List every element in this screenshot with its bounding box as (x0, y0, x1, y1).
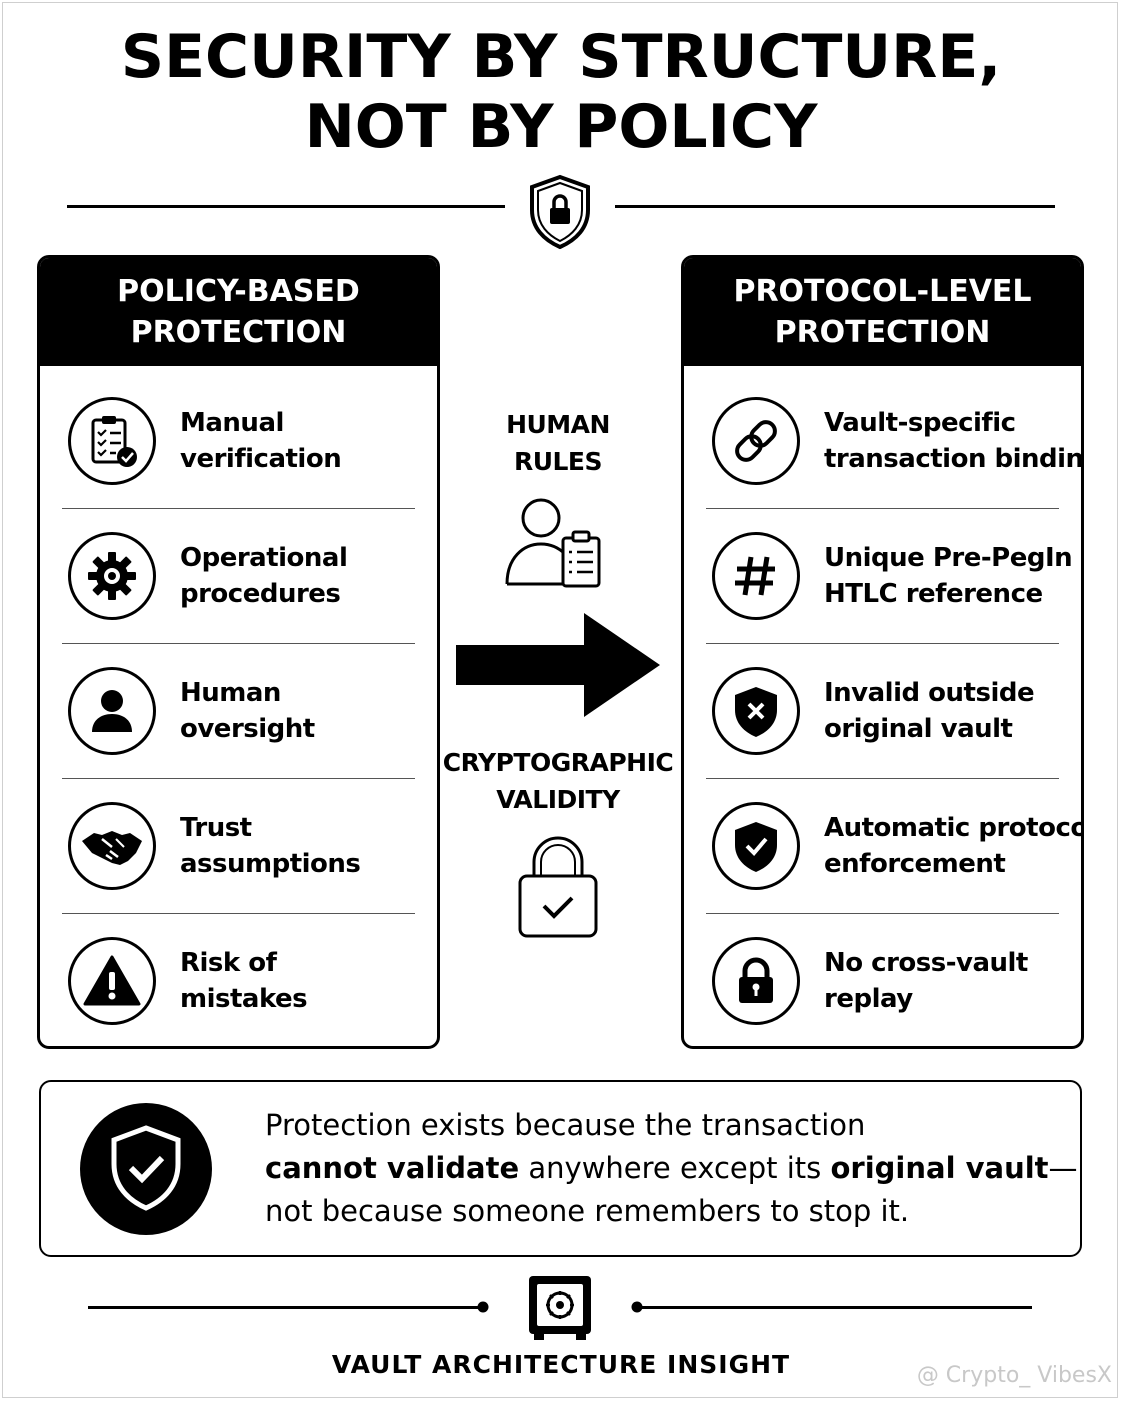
item-line-2: verification (180, 443, 342, 474)
list-item: Risk of mistakes (62, 913, 415, 1046)
summary-box: Protection exists because the transactio… (39, 1080, 1082, 1257)
summary-mid-text: anywhere except its (519, 1151, 831, 1185)
footer-rule-left-dot (477, 1301, 489, 1313)
row-text: Vault-specific transaction binding (824, 405, 1084, 477)
row-text: Invalid outside original vault (824, 675, 1035, 747)
item-line-2: assumptions (180, 848, 361, 879)
title-line-1: SECURITY BY STRUCTURE, (120, 22, 1002, 92)
protocol-heading-line-2: PROTECTION (774, 315, 991, 350)
list-item: Invalid outside original vault (706, 643, 1059, 779)
row-text: Unique Pre-PegIn HTLC reference (824, 540, 1073, 612)
footer-rule-right-dot (631, 1301, 643, 1313)
padlock-check-icon (518, 836, 598, 938)
protocol-panel-heading: PROTOCOL-LEVEL PROTECTION (684, 258, 1081, 366)
list-item: Unique Pre-PegIn HTLC reference (706, 508, 1073, 644)
item-line-2: HTLC reference (824, 578, 1043, 609)
row-text: Operational procedures (180, 540, 348, 612)
list-item: Vault-specific transaction binding (706, 373, 1081, 509)
item-line-1: Human (180, 677, 281, 708)
gear-icon (68, 531, 156, 620)
vault-safe-icon (529, 1276, 591, 1340)
policy-heading-line-2: PROTECTION (130, 315, 347, 350)
item-line-1: Operational (180, 542, 348, 573)
item-line-1: Trust (180, 812, 252, 843)
warning-icon (68, 936, 156, 1025)
item-line-1: Automatic protocol (824, 812, 1084, 843)
footer-rule-left (88, 1306, 482, 1309)
row-text: Manual verification (180, 405, 342, 477)
item-line-1: Manual (180, 407, 284, 438)
protocol-heading-line-1: PROTOCOL-LEVEL (733, 274, 1032, 309)
item-line-1: Vault-specific (824, 407, 1016, 438)
item-line-1: No cross-vault (824, 947, 1028, 978)
handshake-icon (68, 801, 156, 890)
row-text: Automatic protocol enforcement (824, 810, 1084, 882)
summary-bold-original-vault: original vault (830, 1151, 1049, 1185)
human-rules-line-2: RULES (513, 447, 603, 476)
policy-heading-line-1: POLICY-BASED (117, 274, 360, 309)
item-line-2: procedures (180, 578, 341, 609)
page-title: SECURITY BY STRUCTURE, NOT BY POLICY (0, 22, 1122, 162)
list-item: Trust assumptions (62, 778, 415, 914)
shield-x-icon (712, 666, 800, 755)
list-item: Manual verification (62, 373, 415, 509)
item-line-2: original vault (824, 713, 1013, 744)
policy-panel-heading: POLICY-BASED PROTECTION (40, 258, 437, 366)
item-line-2: enforcement (824, 848, 1006, 879)
list-item: No cross-vault replay (706, 913, 1059, 1046)
right-arrow-icon (456, 613, 660, 717)
item-line-2: mistakes (180, 983, 308, 1014)
list-item: Automatic protocol enforcement (706, 778, 1081, 914)
human-rules-label: HUMAN RULES (458, 406, 658, 480)
crypto-validity-line-2: VALIDITY (496, 785, 620, 814)
shield-check-icon (712, 801, 800, 890)
shield-check-badge-icon (80, 1103, 212, 1235)
row-text: No cross-vault replay (824, 945, 1028, 1017)
padlock-icon (712, 936, 800, 1025)
chain-link-icon (712, 396, 800, 485)
summary-dash: — (1048, 1151, 1078, 1185)
human-rules-line-1: HUMAN (506, 410, 610, 439)
item-line-2: oversight (180, 713, 315, 744)
summary-line-3: not because someone remembers to stop it… (265, 1194, 910, 1228)
summary-line-1: Protection exists because the transactio… (265, 1108, 866, 1142)
list-item: Operational procedures (62, 508, 415, 644)
shield-lock-icon (530, 174, 590, 250)
policy-based-panel: POLICY-BASED PROTECTION Manual verificat… (37, 255, 440, 1049)
item-line-2: replay (824, 983, 913, 1014)
clipboard-check-icon (68, 396, 156, 485)
title-line-2: NOT BY POLICY (304, 92, 818, 162)
item-line-1: Unique Pre-PegIn (824, 542, 1073, 573)
crypto-validity-line-1: CRYPTOGRAPHIC (442, 748, 674, 777)
summary-line-2: cannot validate anywhere except its orig… (265, 1147, 1078, 1190)
header-rule-left (67, 205, 505, 208)
row-text: Trust assumptions (180, 810, 361, 882)
item-line-1: Invalid outside (824, 677, 1035, 708)
row-text: Risk of mistakes (180, 945, 308, 1017)
protocol-level-panel: PROTOCOL-LEVEL PROTECTION Vault-specific… (681, 255, 1084, 1049)
hash-icon (712, 531, 800, 620)
footer-label: VAULT ARCHITECTURE INSIGHT (331, 1350, 791, 1379)
item-line-1: Risk of (180, 947, 277, 978)
header-rule-right (615, 205, 1055, 208)
cryptographic-validity-label: CRYPTOGRAPHIC VALIDITY (438, 744, 678, 818)
footer-rule-right (638, 1306, 1032, 1309)
summary-text: Protection exists because the transactio… (265, 1104, 1078, 1233)
list-item: Human oversight (62, 643, 415, 779)
watermark-text: @ Crypto_ VibesX (916, 1363, 1112, 1388)
person-icon (68, 666, 156, 755)
person-clipboard-icon (505, 498, 601, 588)
row-text: Human oversight (180, 675, 315, 747)
summary-bold-cannot-validate: cannot validate (265, 1151, 520, 1185)
item-line-2: transaction binding (824, 443, 1084, 474)
